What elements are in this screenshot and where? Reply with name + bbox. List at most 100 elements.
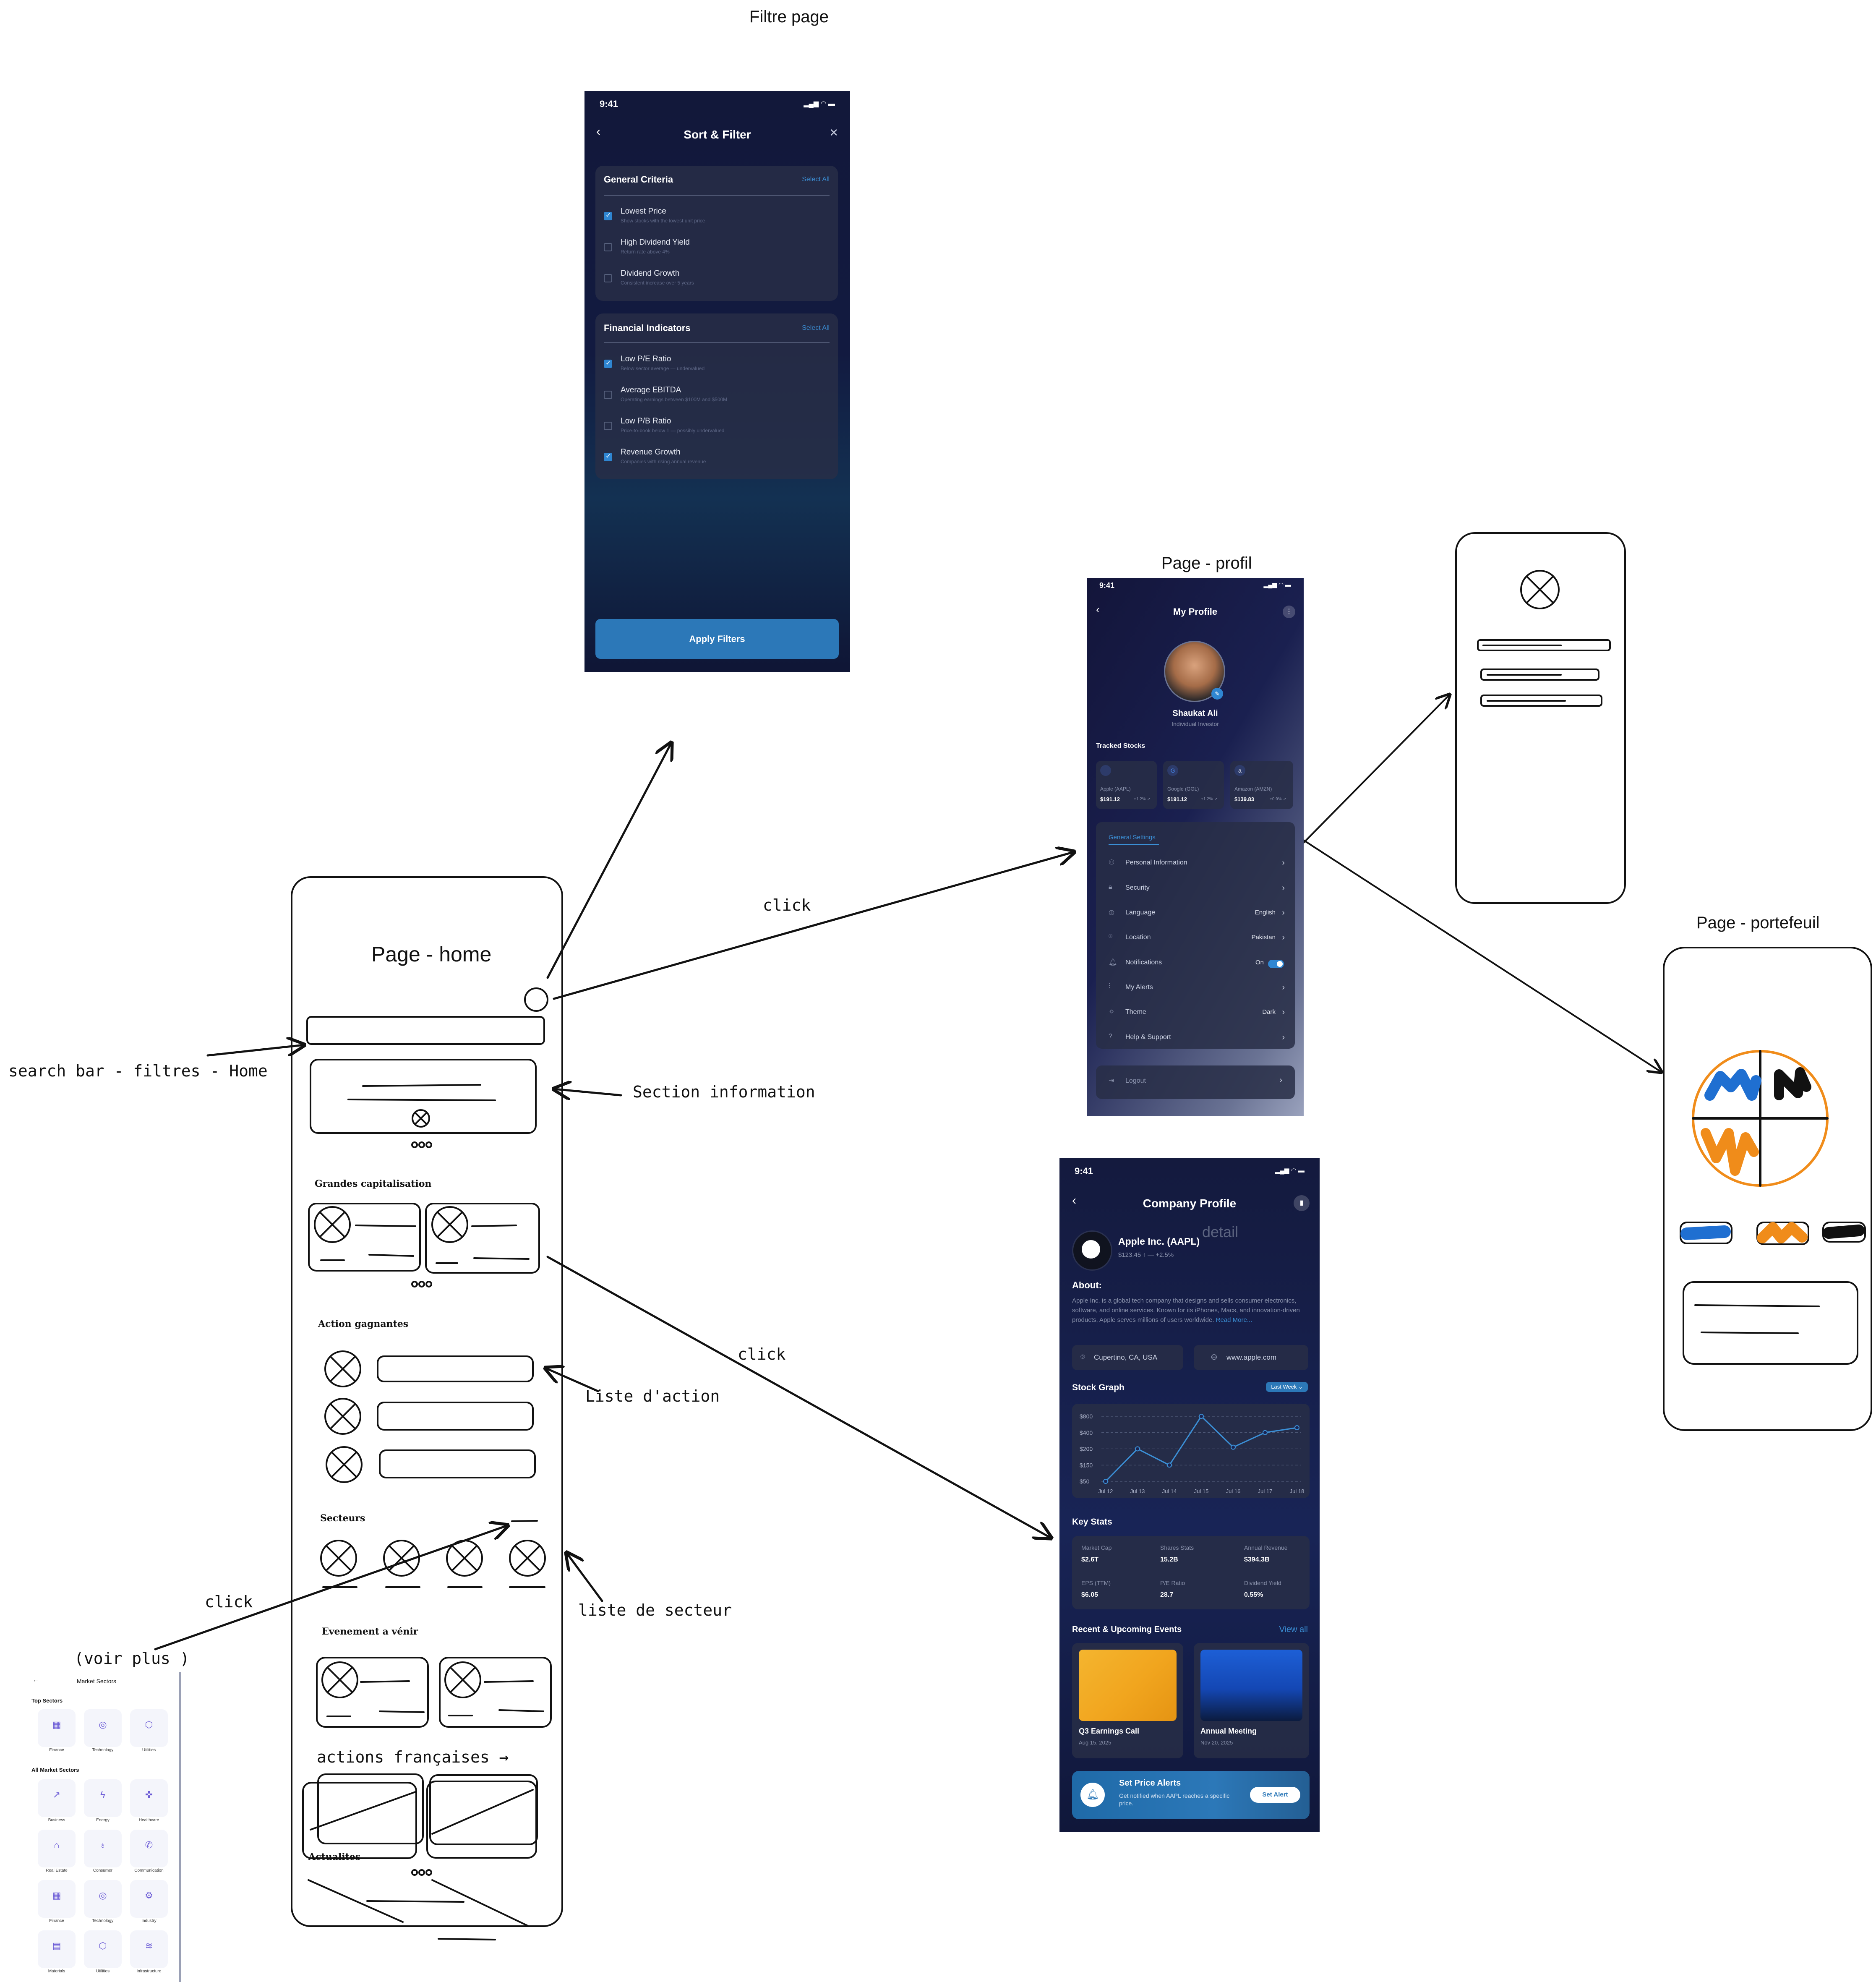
event-card[interactable]: Annual Meeting Nov 20, 2025 bbox=[1194, 1643, 1309, 1758]
portfolio-scribbles bbox=[1680, 1067, 1865, 1243]
sector-tile-real-estate[interactable]: ⌂ bbox=[38, 1830, 76, 1867]
checkbox-low-pb[interactable] bbox=[604, 422, 612, 430]
checkbox-revenue-growth[interactable] bbox=[604, 452, 612, 461]
bookmark-icon[interactable]: ▮ bbox=[1294, 1195, 1310, 1211]
settings-title: General Settings bbox=[1109, 834, 1156, 841]
stat-label: Dividend Yield bbox=[1244, 1580, 1281, 1586]
settings-value: English bbox=[1255, 909, 1276, 916]
data-point[interactable] bbox=[1294, 1425, 1299, 1431]
notifications-toggle[interactable] bbox=[1268, 960, 1284, 968]
settings-row-location[interactable]: ⌾ Location Pakistan › bbox=[1109, 933, 1285, 945]
stock-card[interactable]: G Google (GGL) $191.12 +1.2% ↗ bbox=[1163, 761, 1224, 809]
checkbox-dividend-growth[interactable] bbox=[604, 274, 612, 282]
logout-button[interactable]: ⇥ Logout › bbox=[1096, 1065, 1295, 1099]
sector-tile-technology[interactable]: ◎ bbox=[84, 1709, 122, 1747]
stat-value: 15.2B bbox=[1160, 1556, 1178, 1563]
bell-icon: 🔔︎ bbox=[1109, 959, 1117, 966]
stock-price: $139.83 bbox=[1234, 796, 1254, 802]
globe-icon: ⊖ bbox=[1211, 1353, 1218, 1362]
sector-tile-energy[interactable]: ϟ bbox=[84, 1779, 122, 1817]
data-point[interactable] bbox=[1167, 1462, 1172, 1468]
settings-row-personal[interactable]: ⚇ Personal Information › bbox=[1109, 858, 1285, 871]
sector-tile-infrastructure[interactable]: ≋ bbox=[130, 1930, 168, 1968]
filter-sub: Consistent increase over 5 years bbox=[621, 280, 694, 286]
amazon-icon: a bbox=[1234, 765, 1245, 776]
trend-icon: ↗ bbox=[52, 1789, 61, 1800]
stock-card[interactable]: Apple (AAPL) $191.12 +1.2% ↗ bbox=[1096, 761, 1157, 809]
sector-name: Technology bbox=[92, 1919, 114, 1923]
sector-tile-finance[interactable]: ▦ bbox=[38, 1880, 76, 1918]
building-icon: ⌂ bbox=[54, 1840, 60, 1850]
sector-tile-utilities[interactable]: ⬡ bbox=[130, 1709, 168, 1747]
tab-underline bbox=[1109, 844, 1159, 845]
stock-change: +1.2% ↗ bbox=[1134, 797, 1151, 802]
sector-tile-finance[interactable]: ▦ bbox=[38, 1709, 76, 1747]
settings-row-alerts[interactable]: ⫶ My Alerts › bbox=[1109, 983, 1285, 995]
sector-tile-business[interactable]: ↗ bbox=[38, 1779, 76, 1817]
sector-tile-utilities[interactable]: ⬡ bbox=[84, 1930, 122, 1968]
checkbox-high-dividend[interactable] bbox=[604, 243, 612, 251]
sector-name: Technology bbox=[92, 1748, 114, 1752]
select-all-general[interactable]: Select All bbox=[802, 176, 830, 183]
sector-name: Business bbox=[48, 1818, 65, 1823]
checkbox-low-pe[interactable] bbox=[604, 359, 612, 368]
stock-card[interactable]: a Amazon (AMZN) $139.83 +0.9% ↗ bbox=[1230, 761, 1293, 809]
close-icon[interactable]: ✕ bbox=[829, 126, 838, 139]
settings-row-language[interactable]: ◍ Language English › bbox=[1109, 908, 1285, 921]
data-point[interactable] bbox=[1199, 1414, 1204, 1419]
company-name: Apple Inc. (AAPL) bbox=[1118, 1236, 1200, 1247]
sector-tile-industry[interactable]: ⚙ bbox=[130, 1880, 168, 1918]
back-arrow-icon[interactable]: ← bbox=[33, 1676, 39, 1684]
label-section-information: Section information bbox=[633, 1083, 815, 1101]
checkbox-lowest-price[interactable] bbox=[604, 211, 612, 220]
sector-tile-consumer[interactable]: ♁ bbox=[84, 1830, 122, 1867]
edit-icon[interactable]: ✎ bbox=[1211, 688, 1223, 700]
sector-name: Energy bbox=[96, 1818, 110, 1823]
data-point[interactable] bbox=[1263, 1430, 1268, 1435]
filter-sub: Show stocks with the lowest unit price bbox=[621, 218, 705, 224]
filter-label: Low P/E Ratio bbox=[621, 355, 671, 363]
location-chip: ⌾ Cupertino, CA, USA bbox=[1072, 1345, 1183, 1370]
checkbox-average-ebitda[interactable] bbox=[604, 391, 612, 399]
settings-label: Theme bbox=[1125, 1008, 1146, 1016]
status-time: 9:41 bbox=[1075, 1166, 1093, 1176]
settings-row-help[interactable]: ? Help & Support › bbox=[1109, 1033, 1285, 1045]
filter-sub: Return rate above 4% bbox=[621, 249, 670, 255]
apply-filters-button[interactable]: Apply Filters bbox=[595, 619, 839, 659]
utilities-icon: ⬡ bbox=[99, 1940, 107, 1951]
data-point[interactable] bbox=[1231, 1444, 1236, 1450]
set-alert-button[interactable]: Set Alert bbox=[1250, 1787, 1300, 1803]
settings-row-notifications[interactable]: 🔔︎ Notifications On bbox=[1109, 958, 1285, 971]
filter-sub: Below sector average — undervalued bbox=[621, 366, 705, 371]
sector-tile-materials[interactable]: ▤ bbox=[38, 1930, 76, 1968]
google-icon: G bbox=[1167, 765, 1178, 776]
sliders-icon: ⫶ bbox=[1109, 983, 1111, 990]
sector-tile-technology[interactable]: ◎ bbox=[84, 1880, 122, 1918]
settings-row-theme[interactable]: ☼ Theme Dark › bbox=[1109, 1008, 1285, 1020]
sector-tile-communication[interactable]: ✆ bbox=[130, 1830, 168, 1867]
back-icon[interactable]: ‹ bbox=[1072, 1193, 1076, 1207]
read-more-link[interactable]: Read More... bbox=[1216, 1316, 1252, 1324]
data-point[interactable] bbox=[1135, 1446, 1140, 1452]
range-dropdown[interactable]: Last Week ⌄ bbox=[1266, 1382, 1308, 1392]
event-card[interactable]: Q3 Earnings Call Aug 15, 2025 bbox=[1072, 1643, 1183, 1758]
wf-label-actions-francaises: actions françaises → bbox=[317, 1748, 509, 1766]
back-icon[interactable]: ‹ bbox=[596, 125, 600, 138]
website-chip[interactable]: ⊖ www.apple.com bbox=[1194, 1345, 1308, 1370]
view-all-link[interactable]: View all bbox=[1279, 1625, 1308, 1634]
scrollbar[interactable] bbox=[179, 1672, 181, 1982]
toggle-knob bbox=[1277, 961, 1283, 967]
sector-tile-healthcare[interactable]: ✜ bbox=[130, 1779, 168, 1817]
help-icon: ? bbox=[1109, 1033, 1112, 1040]
more-icon[interactable]: ⋮ bbox=[1283, 606, 1295, 618]
location-pin-icon: ⌾ bbox=[1109, 933, 1113, 940]
stock-price: $191.12 bbox=[1100, 796, 1120, 802]
data-point[interactable] bbox=[1103, 1479, 1108, 1484]
label-click-company: click bbox=[738, 1345, 786, 1363]
wf-label-secteurs: Secteurs bbox=[320, 1513, 365, 1524]
back-icon[interactable]: ‹ bbox=[1096, 603, 1100, 616]
select-all-financial[interactable]: Select All bbox=[802, 324, 830, 332]
settings-row-security[interactable]: 🔒︎ Security › bbox=[1109, 883, 1285, 896]
company-screen: 9:41 ▂▄▆ ◠ ▬ ‹ Company Profile ▮ Apple I… bbox=[1059, 1158, 1320, 1832]
